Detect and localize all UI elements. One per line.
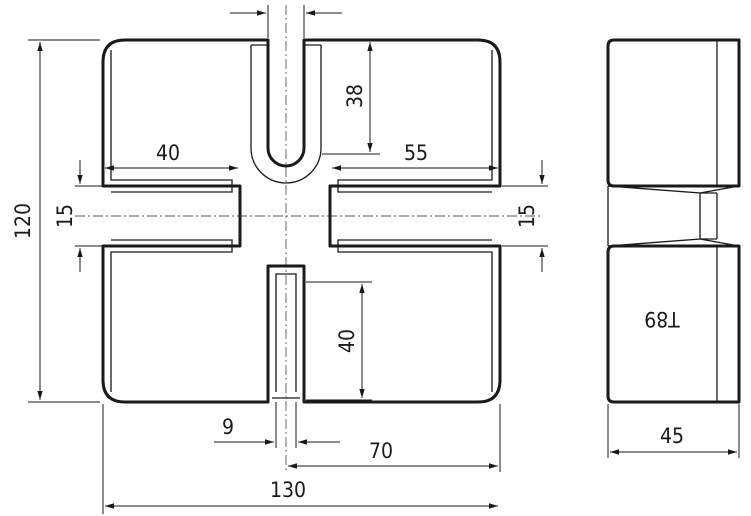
- dimensions: 120 15 15 40 55 38 40: [11, 5, 548, 514]
- plate-inner-edge: [110, 45, 493, 392]
- dim-height-overall: 120: [11, 203, 35, 239]
- front-view: [75, 5, 540, 470]
- plate-outline: [101, 38, 502, 404]
- dim-side-depth: 45: [660, 424, 684, 448]
- dim-slot-left-depth: 40: [156, 141, 180, 165]
- dim-width-overall: 130: [270, 478, 306, 502]
- dim-slot-bottom-depth: 40: [335, 329, 359, 353]
- side-upper-block: [606, 38, 741, 188]
- dim-gap: 9: [222, 415, 234, 439]
- side-view: T89 45: [606, 38, 741, 458]
- side-marking: T89: [644, 307, 681, 331]
- dim-slot-left-width: 15: [53, 204, 77, 228]
- dim-slot-top-depth: 38: [343, 84, 367, 108]
- dim-slot-right-depth: 55: [404, 141, 428, 165]
- side-lower-block: [606, 244, 741, 404]
- dim-offset: 70: [369, 439, 393, 463]
- dim-slot-right-width: 15: [515, 204, 539, 228]
